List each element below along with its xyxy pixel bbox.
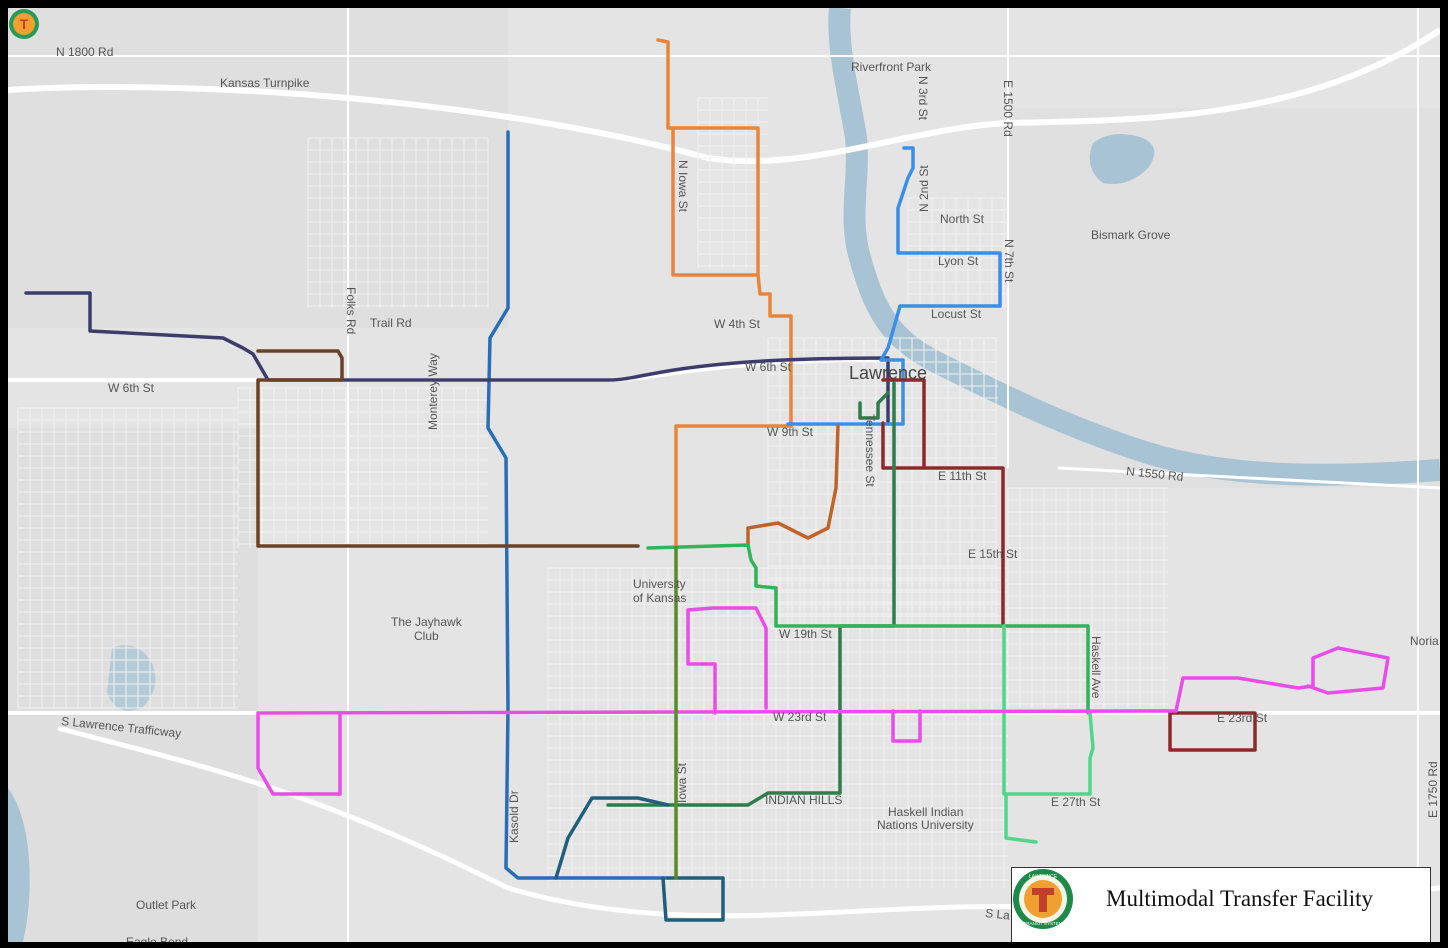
route-blue[interactable] (486, 130, 670, 880)
map-label-s-la: S La (984, 906, 1011, 923)
map-label-w4th: W 4th St (714, 317, 761, 331)
logo-text-top: LAWRENCE (1029, 874, 1058, 880)
lake (8, 788, 30, 942)
route-brown[interactable] (256, 349, 640, 548)
map-label-w6th-east: W 6th St (745, 360, 792, 374)
route-light-green[interactable] (1002, 624, 1095, 844)
route-light-blue[interactable] (786, 146, 1002, 426)
route-orange[interactable] (656, 38, 793, 550)
map-label-jayhawk-1: The Jayhawk (391, 615, 462, 629)
road-k10 (57, 725, 1440, 919)
map-label-folks-rd: Folks Rd (344, 287, 358, 335)
logo-text-bottom: TRANSIT SYSTEM (1024, 921, 1063, 926)
map-label-kansas-turnpike: Kansas Turnpike (220, 76, 310, 90)
map-label-ku-1: University (633, 577, 686, 591)
route-teal[interactable] (554, 796, 725, 922)
map-label-n3rd: N 3rd St (916, 76, 930, 121)
map-legend: LAWRENCE TRANSIT SYSTEM Multimodal Trans… (1011, 867, 1431, 942)
map-label-haskell-1: Haskell Indian (888, 805, 964, 819)
map-label-kasold: Kasold Dr (507, 790, 521, 843)
map-label-haskell-2: Nations University (877, 818, 974, 832)
map-label-bismark-grove: Bismark Grove (1091, 228, 1171, 242)
kansas-river (828, 8, 1440, 486)
map-label-riverfront-park: Riverfront Park (851, 60, 932, 74)
map-label-iowa-st-s: Iowa St (675, 762, 689, 803)
map-label-locust-st: Locust St (931, 307, 982, 321)
terrain-patch (8, 8, 508, 328)
map-label-n7th: N 7th St (1002, 239, 1016, 283)
map-label-w6th: W 6th St (108, 381, 155, 395)
map-label-monterey: Monterey Way (426, 353, 440, 430)
map-label-trail-rd: Trail Rd (370, 316, 412, 330)
map-label-tennessee: Tennessee St (863, 414, 877, 487)
route-rust[interactable] (746, 424, 840, 548)
route-navy[interactable] (24, 291, 890, 425)
map-label-e15th: E 15th St (968, 547, 1018, 561)
map-label-north-st: North St (940, 212, 985, 226)
lake (1089, 134, 1155, 184)
route-green[interactable] (646, 543, 1090, 715)
map-label-e1500: E 1500 Rd (1001, 80, 1015, 137)
road-n1550 (1057, 466, 1440, 490)
city-label: Lawrence (849, 363, 928, 383)
map-label-lyon-st: Lyon St (938, 254, 979, 268)
map-label-e23rd: E 23rd St (1217, 711, 1268, 725)
map-label-n1800: N 1800 Rd (56, 45, 114, 59)
terrain-layer (8, 8, 1440, 942)
map-label-jayhawk-2: Club (414, 629, 439, 643)
map-label-ku-2: of Kansas (633, 591, 687, 605)
road-kansas-turnpike (8, 27, 1440, 164)
marker-letter: T (20, 16, 29, 32)
street-grid (17, 97, 1168, 888)
map-label-n2nd: N 2nd St (917, 165, 931, 212)
map-label-w19th: W 19th St (779, 627, 832, 641)
map-label-noria: Noria (1410, 634, 1439, 648)
map-label-indian-hills: INDIAN HILLS (765, 793, 843, 807)
map-label-e1750: E 1750 Rd (1426, 761, 1440, 818)
map-label-n-iowa: N Iowa St (676, 160, 690, 213)
lake (107, 645, 156, 711)
map-label-e27th: E 27th St (1051, 795, 1101, 809)
map-label-w23rd: W 23rd St (773, 710, 827, 724)
map-canvas (8, 8, 1440, 942)
marker-core (13, 13, 35, 35)
legend-title: Multimodal Transfer Facility (1106, 886, 1374, 911)
map-label-outlet-park: Outlet Park (136, 898, 197, 912)
transit-logo-icon: LAWRENCE TRANSIT SYSTEM (1013, 869, 1073, 929)
map-label-eagle-bend: Eagle Bend (126, 935, 189, 942)
route-maroon[interactable] (881, 378, 1257, 752)
map-label-w9th: W 9th St (767, 425, 814, 439)
map-label-haskell-ave: Haskell Ave (1089, 636, 1103, 699)
route-layer (24, 38, 1390, 922)
map-label-e11th: E 11th St (938, 469, 987, 483)
route-magenta[interactable] (256, 606, 1390, 796)
transfer-facility-marker[interactable]: T (8, 8, 40, 40)
